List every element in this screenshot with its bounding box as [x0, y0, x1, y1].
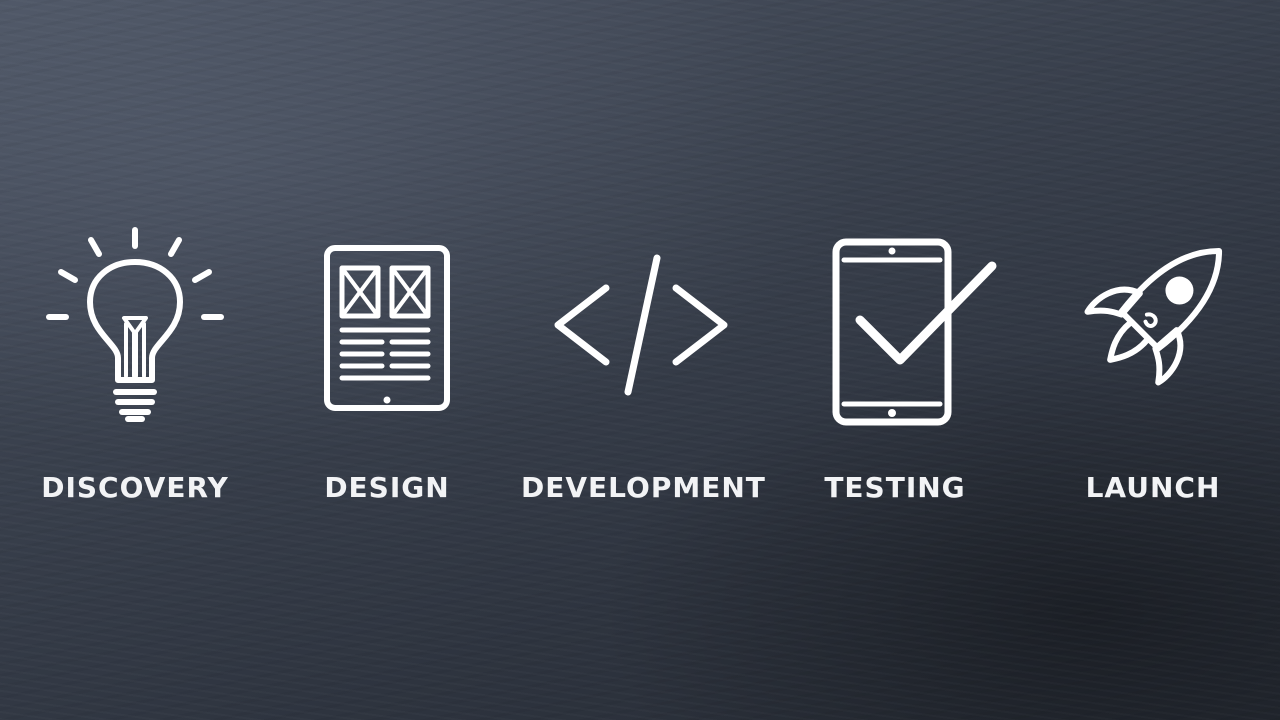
tablet-wireframe-icon	[324, 245, 450, 411]
lightbulb-icon	[46, 227, 224, 422]
step-label: TESTING	[824, 471, 966, 504]
step-development: DEVELOPMENT	[521, 220, 766, 520]
step-design: DESIGN	[267, 220, 507, 520]
step-discovery: DISCOVERY	[15, 220, 255, 520]
step-label: DEVELOPMENT	[521, 471, 766, 504]
phone-checkmark-icon	[832, 238, 997, 426]
code-brackets-icon	[554, 254, 728, 396]
rocket-icon	[1084, 247, 1223, 386]
step-label: DISCOVERY	[41, 471, 229, 504]
step-testing: TESTING	[775, 220, 1015, 520]
step-label: DESIGN	[324, 471, 450, 504]
step-launch: LAUNCH	[1033, 220, 1273, 520]
step-label: LAUNCH	[1085, 471, 1221, 504]
